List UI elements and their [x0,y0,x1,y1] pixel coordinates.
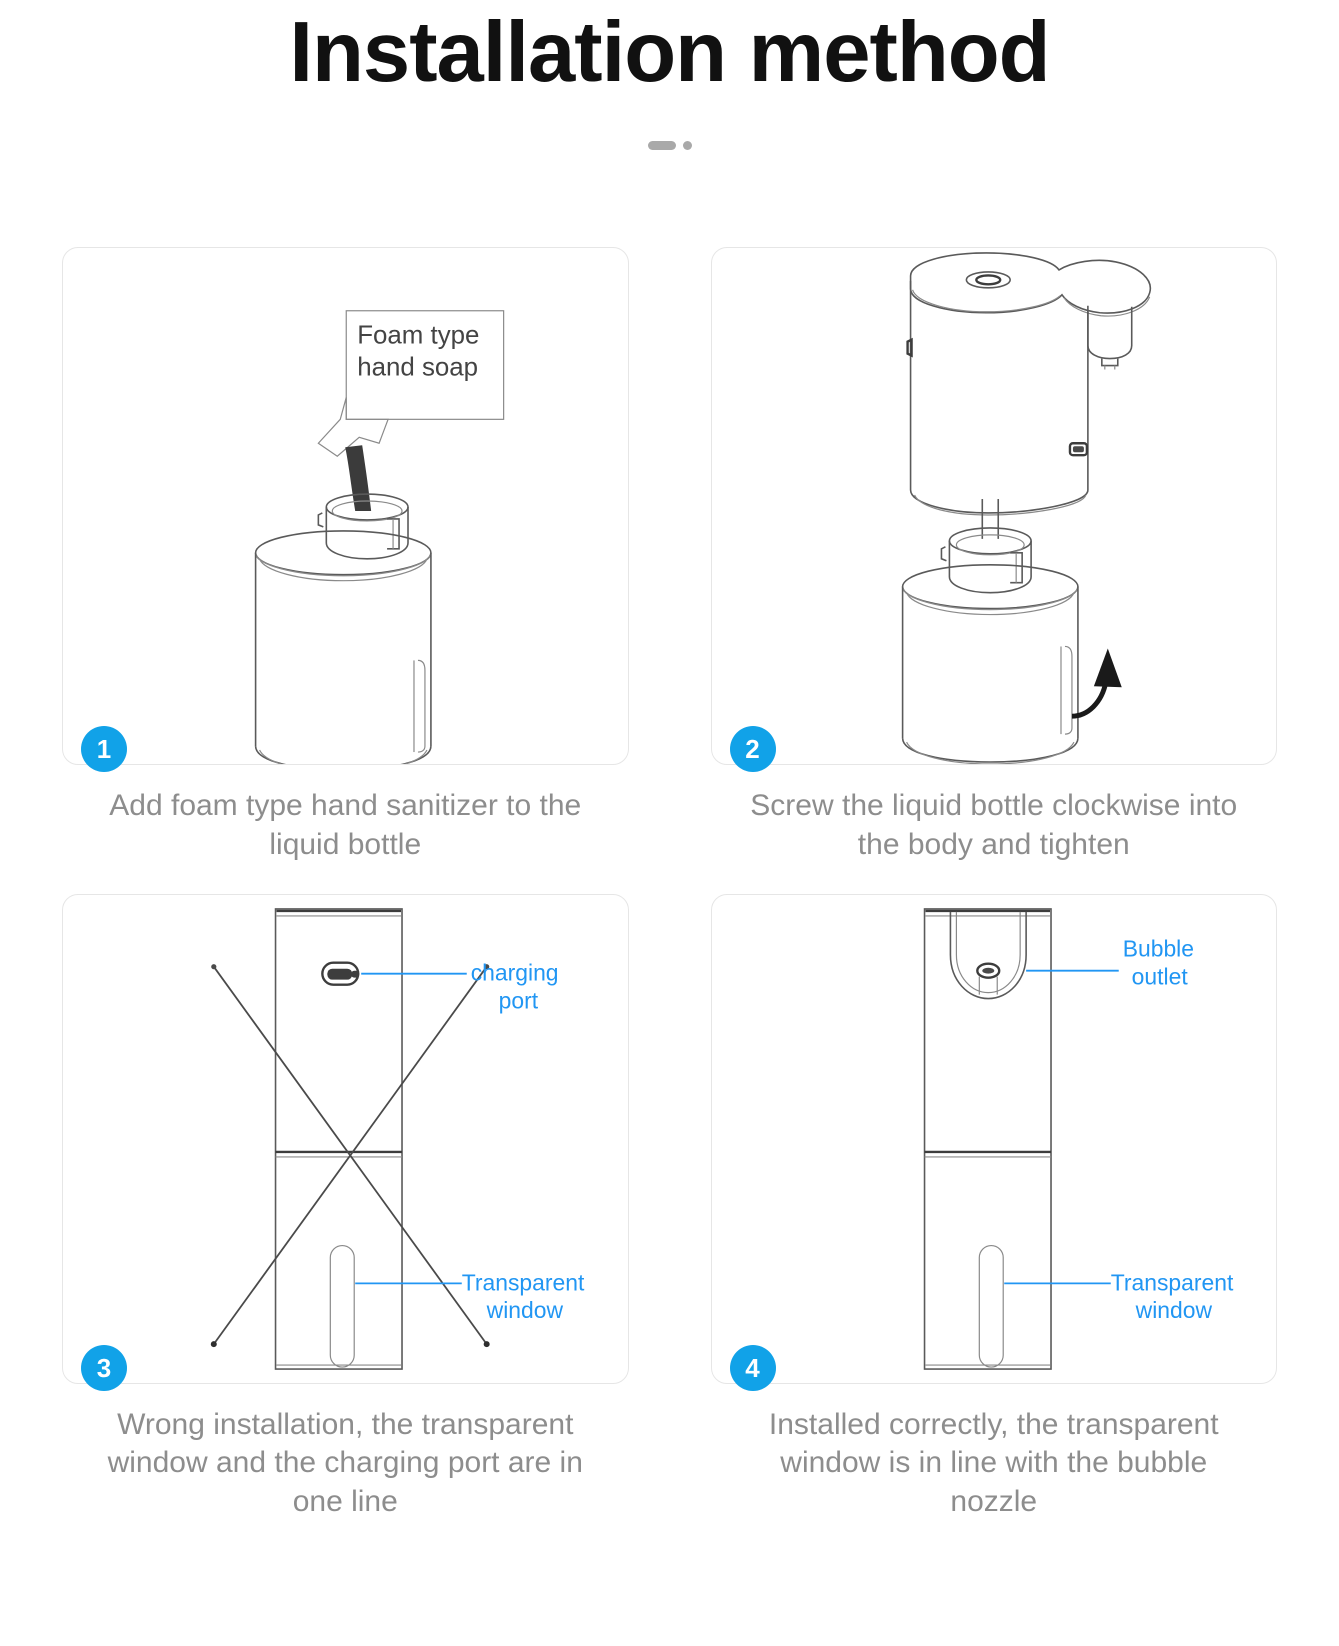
step-2-card: 2 [710,247,1277,773]
wrong-installation-drawing: charging port Transparent window [210,908,585,1370]
rotate-arrow-icon [1071,648,1122,719]
bubble-outlet-label-line-1: Bubble [1122,936,1193,962]
page-header: Installation method [0,0,1339,151]
step-4-card: Bubble outlet Transparent window 4 [710,894,1277,1392]
step-1-caption: Add foam type hand sanitizer to the liqu… [109,789,582,861]
correct-installation-drawing: Bubble outlet Transparent window [923,908,1233,1370]
callout-box: Foam type hand soap [317,310,505,458]
dispenser-front-view [923,908,1052,1370]
bubble-outlet-label: Bubble outlet [1025,936,1194,990]
charging-port-label: charging port [361,960,559,1014]
page-title: Installation method [289,5,1050,100]
transparent-window-label-line-1: Transparent [1110,1269,1233,1295]
charging-port-icon [321,961,360,986]
step-3: charging port Transparent window 3 Wrong… [62,894,629,1521]
step-3-caption: Wrong installation, the transparent wind… [107,1408,583,1518]
bubble-outlet-label-line-2: outlet [1131,964,1188,990]
dispenser-body [905,252,1151,516]
step-4-illustration: Bubble outlet Transparent window [712,895,1277,1383]
charging-port-icon [1068,442,1088,457]
charging-port-label-line-2: port [499,988,539,1014]
steps-grid-row-1: Foam type hand soap [0,247,1339,864]
title-divider [0,139,1339,151]
step-3-badge: 3 [81,1345,127,1392]
soap-bottle-fill-drawing: Foam type hand soap [254,310,505,765]
bottle-neck [317,493,409,560]
step-1-badge: 1 [81,726,127,773]
transparent-window-label-line-1: Transparent [462,1269,585,1295]
cross-out-mark [210,964,490,1348]
step-4-badge: 4 [729,1345,776,1392]
step-4-caption: Installed correctly, the transparent win… [768,1408,1219,1518]
transparent-window [978,1244,1004,1368]
step-1-card: Foam type hand soap [62,247,629,773]
pump-tube [980,499,999,540]
callout-line-2: hand soap [357,354,478,382]
transparent-window-label-line-2: window [486,1297,564,1323]
callout-line-1: Foam type [357,322,479,350]
transparent-window [329,1244,355,1368]
divider-dash-icon [647,140,676,150]
step-1: Foam type hand soap [62,247,629,864]
step-1-illustration: Foam type hand soap [63,248,628,765]
dispenser-front-view [274,908,403,1370]
divider-dot-icon [682,140,692,150]
transparent-window-label: Transparent window [355,1269,585,1323]
step-2: 2 Screw the liquid bottle clockwise into… [710,247,1277,864]
steps-grid-row-2: charging port Transparent window 3 Wrong… [0,894,1339,1521]
step-4: Bubble outlet Transparent window 4 Insta… [710,894,1277,1521]
transparent-window-label-line-2: window [1134,1297,1212,1323]
step-3-illustration: charging port Transparent window [63,895,628,1383]
bubble-outlet [949,911,1027,1000]
bottle-neck [940,527,1032,594]
step-3-card: charging port Transparent window 3 [62,894,629,1392]
step-2-badge: 2 [729,726,776,773]
dispenser-assembly-drawing [901,252,1151,765]
liquid-bottle [901,564,1079,765]
step-2-caption: Screw the liquid bottle clockwise into t… [750,789,1238,861]
step-2-illustration [712,248,1277,765]
bottle-body [254,530,432,765]
charging-port-label-line-1: charging [471,960,559,986]
transparent-window-label: Transparent window [1003,1269,1233,1323]
